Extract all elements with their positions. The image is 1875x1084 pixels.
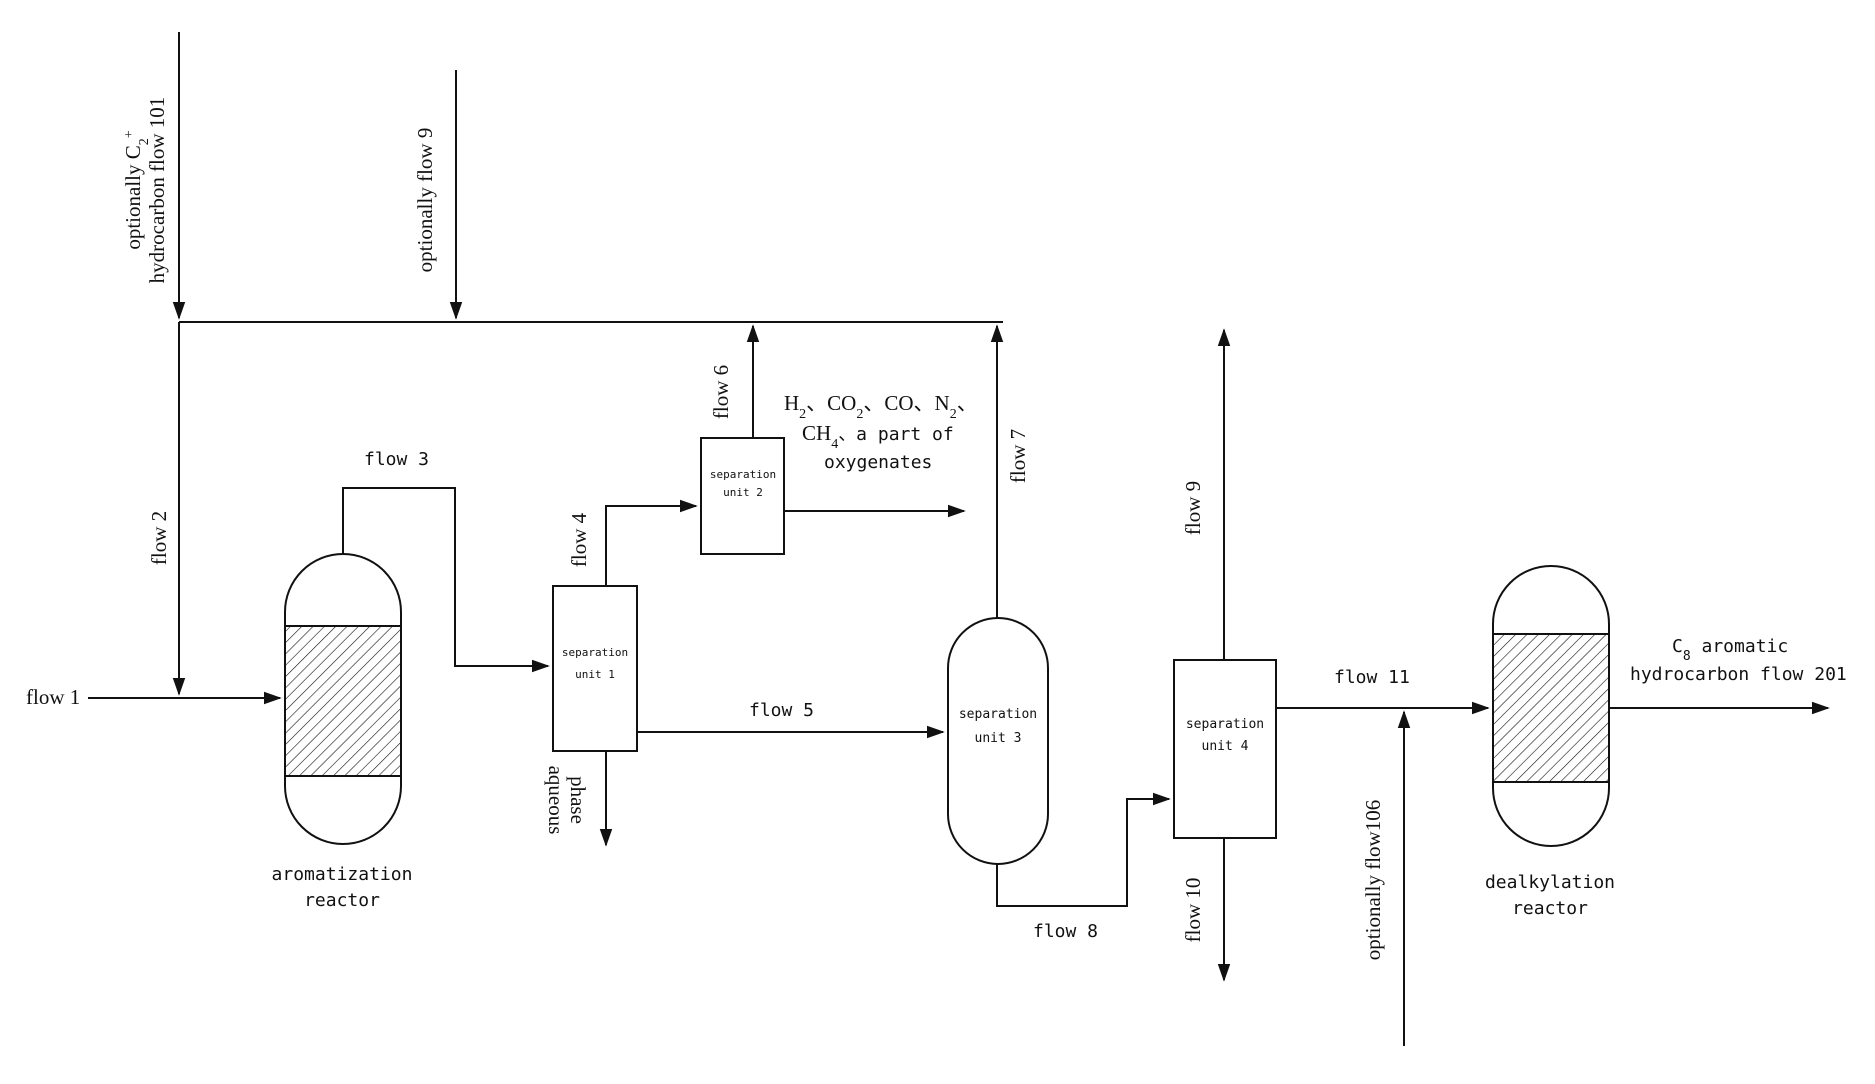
flow-4-label: flow 4 (567, 512, 591, 567)
gas-composition-label-line1: H2、CO2、CO、N2、 (784, 391, 978, 422)
separation-unit-2-label-line2: unit 2 (723, 486, 763, 499)
separation-unit-1-label-line2: unit 1 (575, 668, 615, 681)
aromatization-reactor-label-line2: reactor (304, 890, 380, 911)
product-label-line2: hydrocarbon flow 201 (1630, 664, 1847, 685)
flow-1-label: flow 1 (26, 685, 80, 709)
flow-6-label: flow 6 (709, 365, 733, 419)
flow-2-label: flow 2 (147, 511, 171, 565)
dealkylation-reactor (1493, 566, 1609, 846)
optional-flow-9-label: optionally flow 9 (413, 128, 437, 273)
dealkylation-reactor-label-line1: dealkylation (1485, 872, 1615, 893)
aromatization-reactor-label-line1: aromatization (272, 864, 413, 885)
optional-flow-106-label: optionally flow106 (1361, 800, 1385, 960)
flow-8-label: flow 8 (1033, 921, 1098, 942)
aromatization-reactor (285, 554, 401, 844)
flow-11-label: flow 11 (1334, 667, 1410, 688)
flow-10-label: flow 10 (1181, 878, 1205, 943)
flow-4-line (606, 506, 696, 586)
separation-unit-3-label-line1: separation (959, 707, 1037, 722)
separation-unit-2-label-line1: separation (710, 468, 776, 481)
dealkylation-reactor-label-line2: reactor (1512, 898, 1588, 919)
flow-7-label: flow 7 (1006, 429, 1030, 483)
gas-composition-label-line3: oxygenates (824, 452, 932, 473)
aqueous-phase-label-line2: phase (566, 776, 590, 824)
separation-unit-4-label-line2: unit 4 (1202, 739, 1249, 754)
separation-unit-4-label-line1: separation (1186, 717, 1264, 732)
flow-9-out-label: flow 9 (1181, 481, 1205, 535)
optional-c2-label-line2: hydrocarbon flow 101 (145, 97, 169, 284)
flow-3-label: flow 3 (364, 449, 429, 470)
flow-5-label: flow 5 (749, 700, 814, 721)
product-label-line1: C8 aromatic (1672, 636, 1788, 664)
gas-composition-label-line2: CH4、a part of (802, 421, 954, 452)
separation-unit-3-label-line2: unit 3 (975, 731, 1022, 746)
aqueous-phase-label-line1: aqueous (544, 766, 568, 835)
separation-unit-1-label-line1: separation (562, 646, 628, 659)
